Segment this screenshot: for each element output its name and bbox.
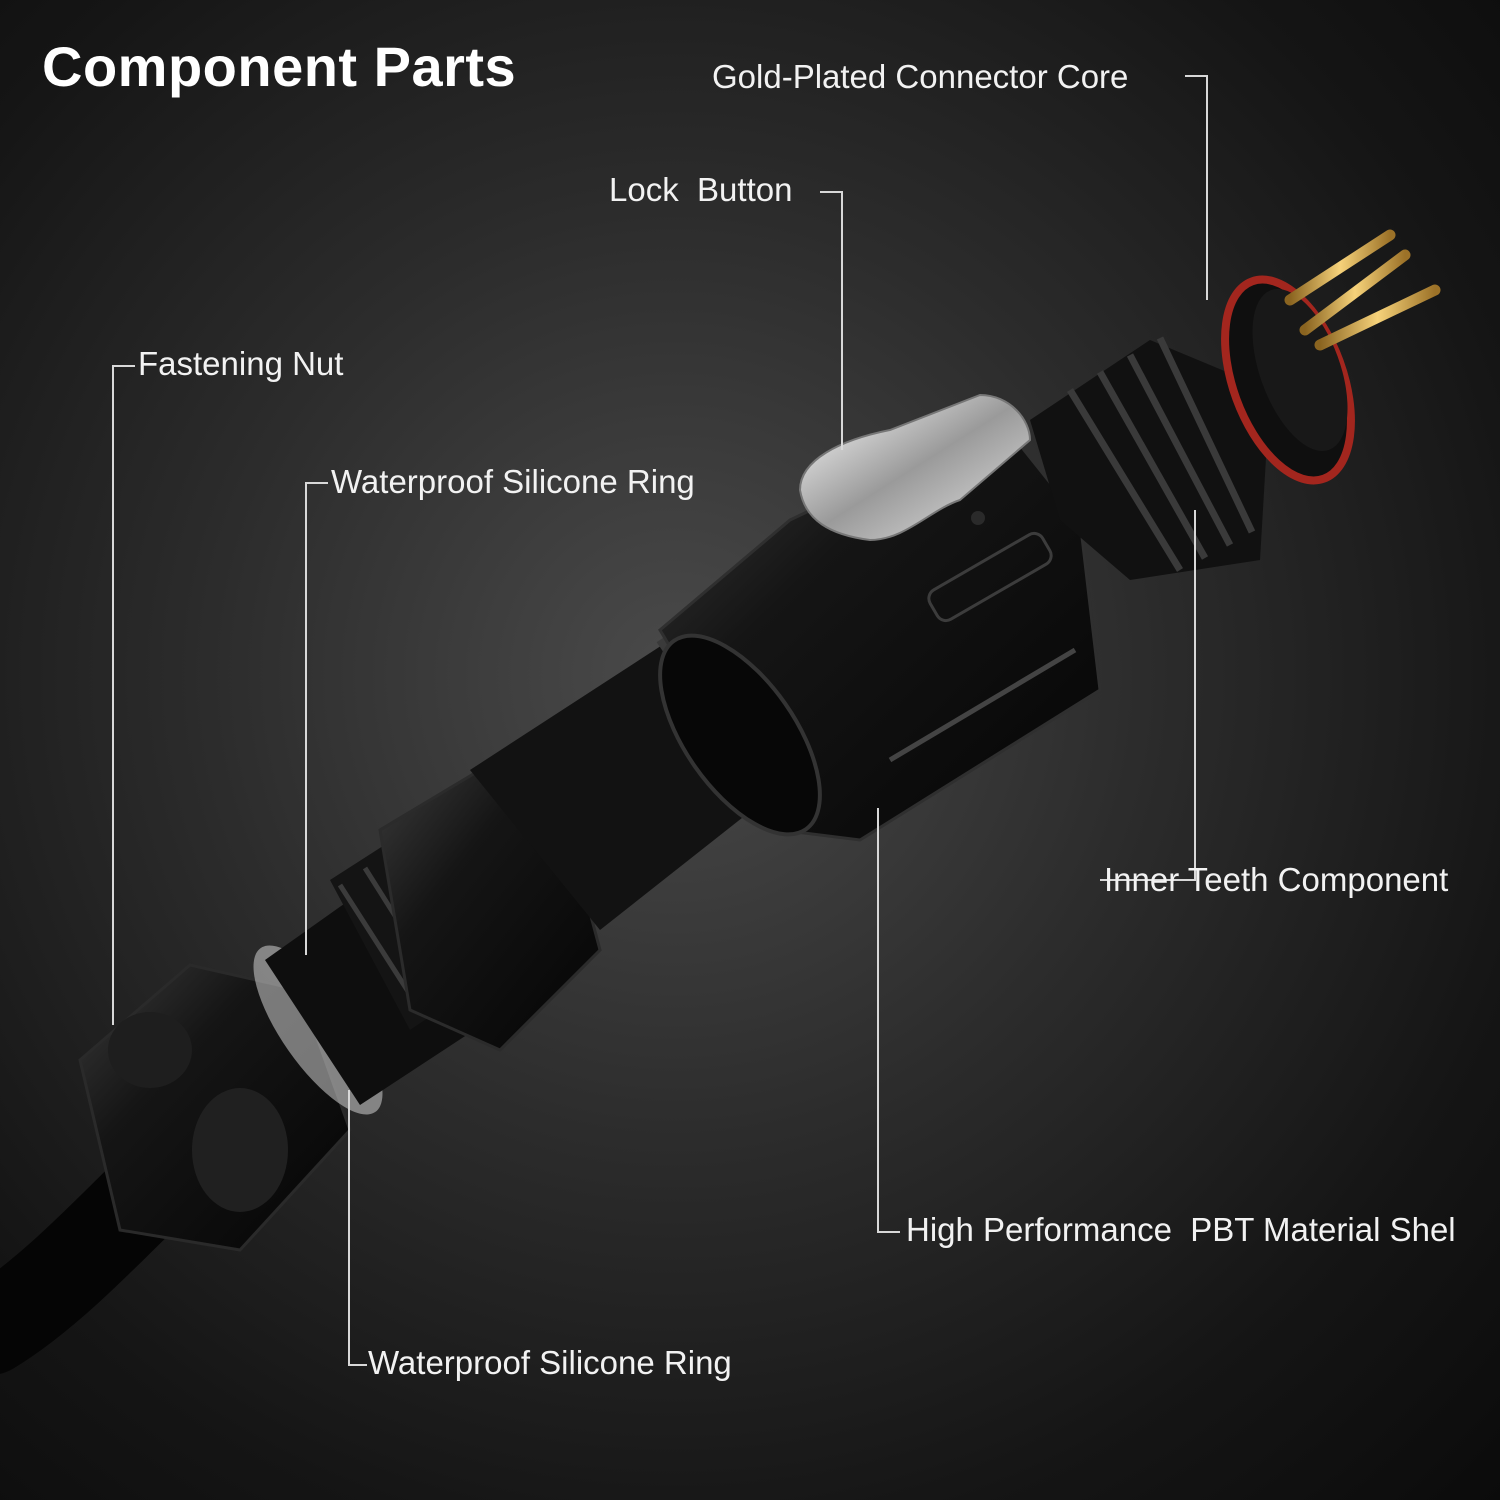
label-inner-teeth-component: Inner Teeth Component bbox=[1104, 861, 1449, 898]
inner-teeth-graphic bbox=[1030, 336, 1270, 580]
label-fastening-nut: Fastening Nut bbox=[138, 345, 344, 382]
leader-inner-teeth bbox=[1100, 510, 1196, 881]
leader-ring-upper bbox=[305, 482, 328, 955]
label-waterproof-silicone-ring-lower: Waterproof Silicone Ring bbox=[368, 1344, 732, 1381]
page-title: Component Parts bbox=[42, 35, 517, 98]
leader-lines bbox=[112, 75, 1208, 1366]
leader-fastening-nut bbox=[112, 365, 135, 1025]
leader-pbt-shell bbox=[877, 808, 900, 1233]
label-waterproof-silicone-ring-upper: Waterproof Silicone Ring bbox=[331, 463, 695, 500]
leader-ring-lower bbox=[348, 1090, 367, 1366]
leader-lock-button bbox=[820, 191, 843, 450]
pbt-shell-graphic bbox=[658, 418, 1102, 842]
label-pbt-material-shell: High Performance PBT Material Shel bbox=[906, 1211, 1456, 1248]
gold-pins-graphic bbox=[1284, 229, 1441, 351]
leader-gold-core bbox=[1185, 75, 1208, 300]
label-lock-button: Lock Button bbox=[609, 171, 793, 208]
label-gold-plated-connector-core: Gold-Plated Connector Core bbox=[712, 58, 1129, 95]
